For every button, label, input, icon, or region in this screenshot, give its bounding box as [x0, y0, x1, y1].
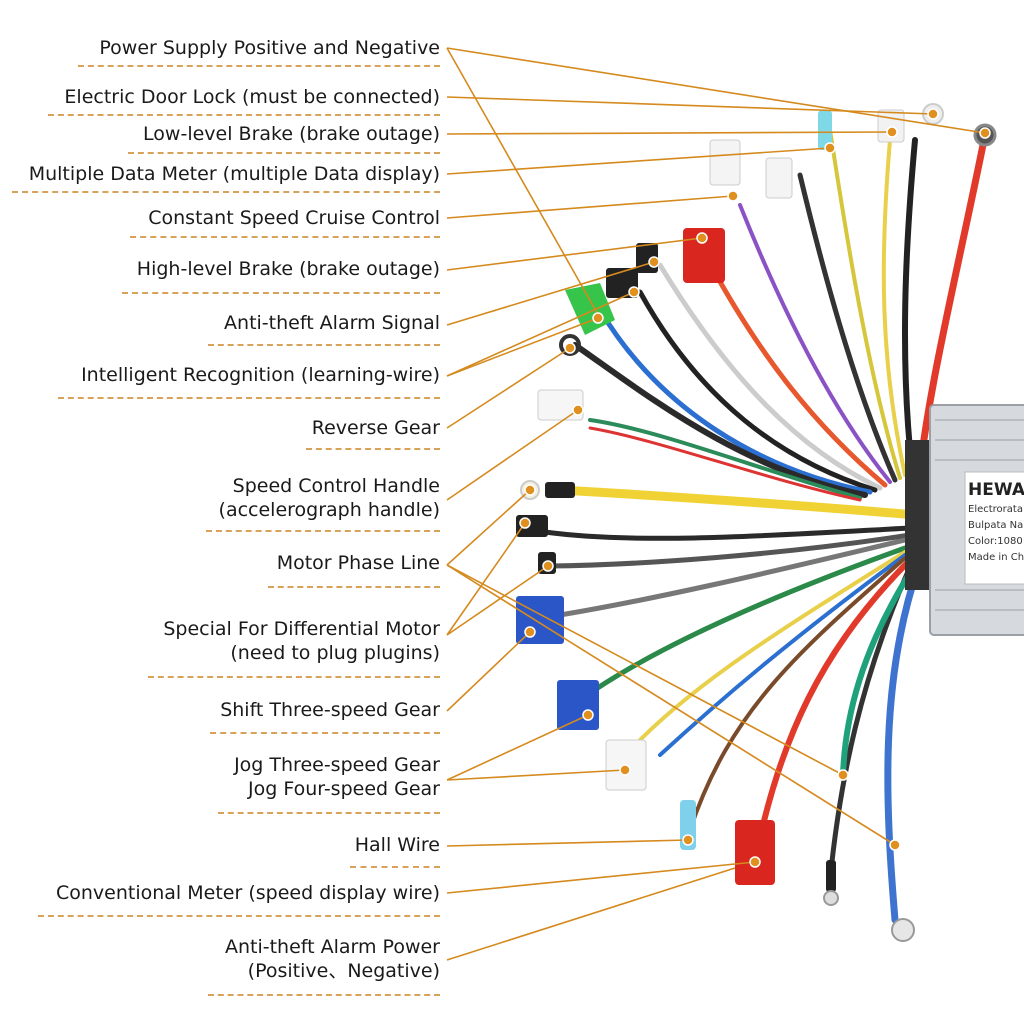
label-line: Special For Differential Motor — [163, 618, 440, 640]
label-underline — [218, 812, 440, 814]
label-electric-door-lock: Electric Door Lock (must be connected) — [64, 86, 440, 108]
label-high-level-brake: High-level Brake (brake outage) — [136, 258, 440, 280]
label-cruise-control: Constant Speed Cruise Control — [148, 207, 440, 229]
plate-line-2: Bulpata Na — [968, 520, 1024, 531]
label-underline — [58, 397, 440, 399]
label-anti-theft-signal: Anti-theft Alarm Signal — [224, 312, 440, 334]
label-line: (accelerograph handle) — [218, 499, 440, 521]
label-line: Anti-theft Alarm Power — [224, 936, 440, 958]
label-underline — [208, 344, 440, 346]
label-hall-wire: Hall Wire — [354, 834, 440, 856]
label-underline — [206, 530, 440, 532]
label-conventional-meter: Conventional Meter (speed display wire) — [55, 882, 440, 904]
label-low-level-brake: Low-level Brake (brake outage) — [143, 123, 440, 145]
label-jog-speed-gear: Jog Three-speed Gear Jog Four-speed Gear — [234, 753, 440, 801]
label-motor-phase-line: Motor Phase Line — [276, 552, 440, 574]
label-underline — [12, 191, 440, 193]
label-power-supply: Power Supply Positive and Negative — [99, 37, 440, 59]
label-underline — [130, 236, 440, 238]
label-differential-motor: Special For Differential Motor (need to … — [163, 617, 440, 665]
label-underline — [148, 676, 440, 678]
label-line: (Positive、Negative) — [247, 960, 440, 982]
label-underline — [122, 292, 440, 294]
label-speed-control-handle: Speed Control Handle (accelerograph hand… — [219, 474, 440, 522]
label-reverse-gear: Reverse Gear — [311, 417, 440, 439]
label-shift-three-speed: Shift Three-speed Gear — [220, 699, 440, 721]
label-line: Speed Control Handle — [232, 475, 440, 497]
label-underline — [350, 866, 440, 868]
label-line: (need to plug plugins) — [230, 642, 440, 664]
label-underline — [208, 994, 440, 996]
wire-bundle — [542, 128, 989, 924]
label-line: Jog Four-speed Gear — [247, 778, 440, 800]
label-underline — [268, 586, 440, 588]
label-underline — [38, 915, 440, 917]
label-underline — [78, 65, 440, 67]
plate-brand: HEWA — [968, 480, 1024, 500]
plate-line-4: Made in Ch — [968, 552, 1024, 563]
controller-box — [905, 404, 1024, 636]
label-underline — [210, 732, 440, 734]
label-line: Jog Three-speed Gear — [234, 754, 440, 776]
callout-dots — [519, 108, 991, 868]
plate-line-1: Electroratа — [968, 504, 1023, 515]
controller-plate: HEWA Electroratа Bulpata Na Color:1080 M… — [968, 478, 1024, 566]
label-anti-theft-power: Anti-theft Alarm Power (Positive、Negativ… — [225, 935, 440, 983]
label-underline — [128, 152, 440, 154]
leader-lines — [446, 47, 986, 961]
label-multiple-data-meter: Multiple Data Meter (multiple Data displ… — [28, 163, 440, 185]
label-underline — [306, 448, 440, 450]
label-underline — [48, 114, 440, 116]
plate-line-3: Color:1080 — [968, 536, 1023, 547]
label-intelligent-recognition: Intelligent Recognition (learning-wire) — [81, 364, 440, 386]
